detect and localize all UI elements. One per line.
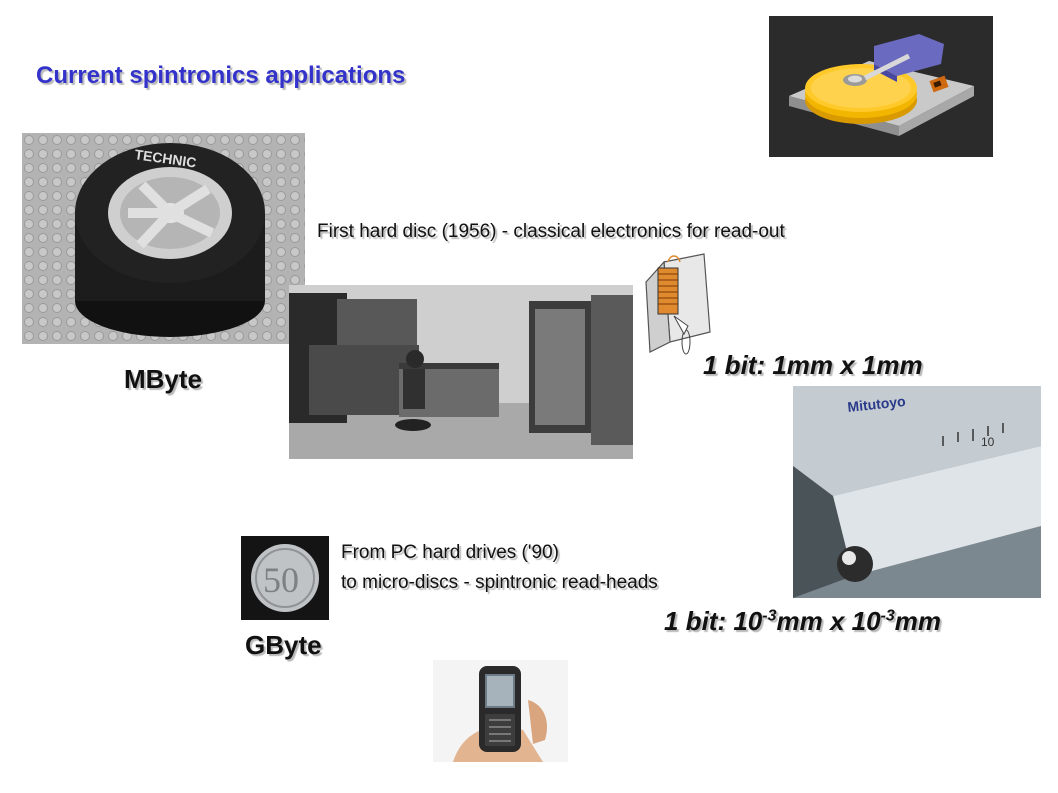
pc-drives-caption-line2: to micro-discs - spintronic read-heads [341, 572, 658, 593]
first-disc-caption: First hard disc (1956) - classical elect… [317, 221, 785, 242]
hard-drive-image [769, 16, 993, 157]
slide-title: Current spintronics applications [36, 62, 406, 89]
coin-image: 50 [241, 536, 329, 620]
ibm-1956-hard-disc-image [289, 285, 633, 459]
svg-text:10: 10 [981, 435, 995, 449]
new-bit-size-part-a: 1 bit: 10 [664, 606, 763, 636]
new-bit-size-part-b: mm x 10 [776, 606, 881, 636]
svg-text:50: 50 [263, 560, 299, 600]
ibm-1956-illustration [289, 285, 633, 459]
lego-tire-illustration: TECHNIC [22, 133, 305, 344]
mobile-phone-image [433, 660, 568, 762]
gbyte-label: GByte [245, 630, 322, 660]
new-bit-size-label: 1 bit: 10-3mm x 10-3mm [664, 606, 941, 637]
read-head-sketch [644, 252, 716, 358]
caliper-illustration: Mitutoyo 10 [793, 386, 1041, 598]
lego-tire-image: TECHNIC [22, 133, 305, 344]
new-bit-size-exponent-2: -3 [880, 607, 895, 625]
svg-text:Mitutoyo: Mitutoyo [847, 393, 907, 415]
coin-illustration: 50 [241, 536, 329, 620]
pc-drives-caption-line1: From PC hard drives ('90) [341, 542, 559, 563]
new-bit-size-exponent-1: -3 [762, 607, 777, 625]
caliper-ball-image: Mitutoyo 10 [793, 386, 1041, 598]
mobile-phone-illustration [433, 660, 568, 762]
old-bit-size-label: 1 bit: 1mm x 1mm [703, 350, 923, 380]
read-head-illustration [644, 252, 716, 358]
mbyte-label: MByte [124, 364, 203, 394]
new-bit-size-part-c: mm [894, 606, 942, 636]
hard-drive-illustration [769, 16, 993, 157]
